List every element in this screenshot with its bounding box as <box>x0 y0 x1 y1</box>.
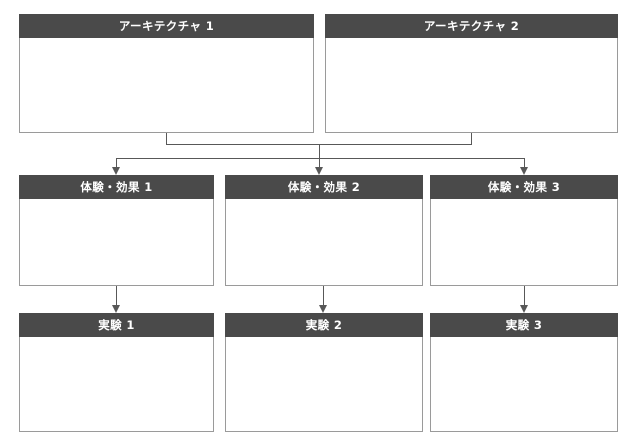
node-effect-1[interactable]: 体験・効果 1 <box>19 175 214 286</box>
node-effect-1-body <box>20 199 213 285</box>
arrowhead-to-effect-3 <box>520 167 528 175</box>
node-experiment-3-body <box>431 337 617 431</box>
node-architecture-2-title: アーキテクチャ 2 <box>325 14 618 38</box>
node-experiment-3[interactable]: 実験 3 <box>430 313 618 432</box>
node-architecture-1-body <box>20 38 313 132</box>
node-architecture-2-body <box>326 38 617 132</box>
node-experiment-1-body <box>20 337 213 431</box>
node-effect-3[interactable]: 体験・効果 3 <box>430 175 618 286</box>
node-experiment-1-title: 実験 1 <box>19 313 214 337</box>
node-experiment-2-title: 実験 2 <box>225 313 423 337</box>
node-effect-2-title: 体験・効果 2 <box>225 175 423 199</box>
node-effect-3-title: 体験・効果 3 <box>430 175 618 199</box>
arrowhead-to-experiment-1 <box>112 305 120 313</box>
node-effect-2[interactable]: 体験・効果 2 <box>225 175 423 286</box>
arrowhead-to-experiment-3 <box>520 305 528 313</box>
node-architecture-1-title: アーキテクチャ 1 <box>19 14 314 38</box>
connector-effect1-to-experiment1 <box>116 286 117 305</box>
node-architecture-2[interactable]: アーキテクチャ 2 <box>325 14 618 133</box>
node-architecture-1[interactable]: アーキテクチャ 1 <box>19 14 314 133</box>
connector-arch1-stub <box>166 133 167 144</box>
arrowhead-to-effect-2 <box>315 167 323 175</box>
connector-fanout-branch-1 <box>116 158 117 167</box>
connector-merge-drop <box>319 144 320 158</box>
node-effect-2-body <box>226 199 422 285</box>
connector-fanout-bus <box>116 158 524 159</box>
connector-effect3-to-experiment3 <box>524 286 525 305</box>
connector-effect2-to-experiment2 <box>323 286 324 305</box>
node-experiment-2-body <box>226 337 422 431</box>
arrowhead-to-effect-1 <box>112 167 120 175</box>
connector-arch2-stub <box>471 133 472 144</box>
node-effect-3-body <box>431 199 617 285</box>
node-effect-1-title: 体験・効果 1 <box>19 175 214 199</box>
node-experiment-3-title: 実験 3 <box>430 313 618 337</box>
connector-fanout-branch-3 <box>524 158 525 167</box>
node-experiment-2[interactable]: 実験 2 <box>225 313 423 432</box>
node-experiment-1[interactable]: 実験 1 <box>19 313 214 432</box>
connector-fanout-branch-2 <box>319 158 320 167</box>
arrowhead-to-experiment-2 <box>319 305 327 313</box>
